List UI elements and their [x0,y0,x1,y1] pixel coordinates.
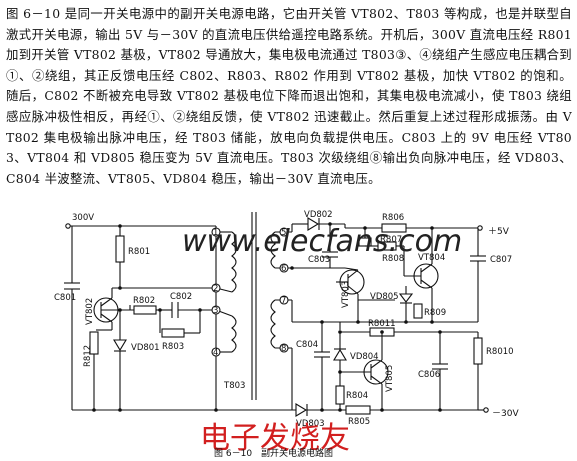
label-c807: C807 [490,255,512,265]
feedback-network [120,302,216,338]
label-300v: 300V [72,213,94,223]
label-r808: R808 [382,254,404,264]
label-r806: R806 [382,213,404,223]
capacitor-c806 [432,332,448,410]
rail-minus30 [72,403,489,417]
label-vd803: VD803 [296,419,325,429]
figure-caption: 图 6－10 副开关电源电路图 [214,447,333,459]
watermark-url: www.elecfans.com [182,224,462,259]
label-minus30: －30V [492,409,519,419]
label-r801: R801 [128,247,150,257]
transformer-t803 [215,212,293,410]
label-vt803: VT803 [341,281,351,308]
label-r8010: R8010 [486,347,514,357]
rail-300v [65,223,216,229]
transistor-vt802 [93,287,216,330]
label-c802: C802 [170,292,192,302]
label-vd805: VD805 [370,292,399,302]
pin-8: 8 [281,344,286,354]
description-text: 图 6－10 是同一开关电源中的副开关电源电路，它由开关管 VT802、T803… [6,6,572,186]
label-r802: R802 [133,296,155,306]
resistor-r802 [133,305,157,315]
transistor-vt805 [340,332,389,410]
label-r803: R803 [162,342,184,352]
resistor-r809 [413,303,423,319]
label-r807: R807 [380,235,402,245]
label-c803: C803 [308,255,330,265]
label-r805: R805 [348,417,370,427]
transistor-vt804 [403,228,439,322]
label-vt805: VT805 [385,365,395,392]
diode-vd805 [358,286,414,322]
pin-1: 1 [213,228,218,238]
pin-3: 3 [213,306,218,316]
diode-vd801 [113,310,127,410]
label-r812: R812 [83,345,93,367]
label-vt804: VT804 [418,253,445,263]
resistor-r8010 [473,337,483,365]
pin-2: 2 [213,284,218,294]
label-plus5: ＋5V [488,226,510,237]
pin-4: 4 [213,348,218,358]
label-r804: R804 [346,391,368,401]
label-c801: C801 [54,293,76,303]
capacitor-c803 [292,224,345,269]
label-c804: C804 [296,340,318,350]
diode-vd802 [291,217,345,232]
capacitor-c804 [314,322,330,410]
label-r809: R809 [424,308,446,318]
capacitor-c801 [64,226,80,410]
pin-6: 6 [281,264,286,274]
label-vd804: VD804 [350,352,379,362]
watermark-site: 电子发烧友 [200,421,350,456]
diode-vd804 [333,332,347,380]
label-vd801: VD801 [131,343,160,353]
transistor-vt803 [336,267,365,322]
resistor-r803 [161,328,185,338]
pin-7: 7 [281,296,286,306]
label-t803: T803 [223,381,245,391]
rail-middle [291,300,483,410]
resistor-r801 [115,226,125,288]
pin-5: 5 [281,228,286,238]
label-r8011: R8011 [368,319,396,329]
resistor-r812 [89,329,112,410]
pin-markers: 1 2 3 4 5 6 7 8 [211,227,289,358]
capacitor-c807 [470,228,486,322]
junction-dots [92,222,442,412]
resistor-r804 [335,380,345,410]
resistor-r805 [345,405,371,415]
label-vd802: VD802 [304,210,333,220]
label-c806: C806 [418,370,440,380]
label-vt802-left: VT802 [85,298,95,325]
diode-vd803 [295,403,308,417]
